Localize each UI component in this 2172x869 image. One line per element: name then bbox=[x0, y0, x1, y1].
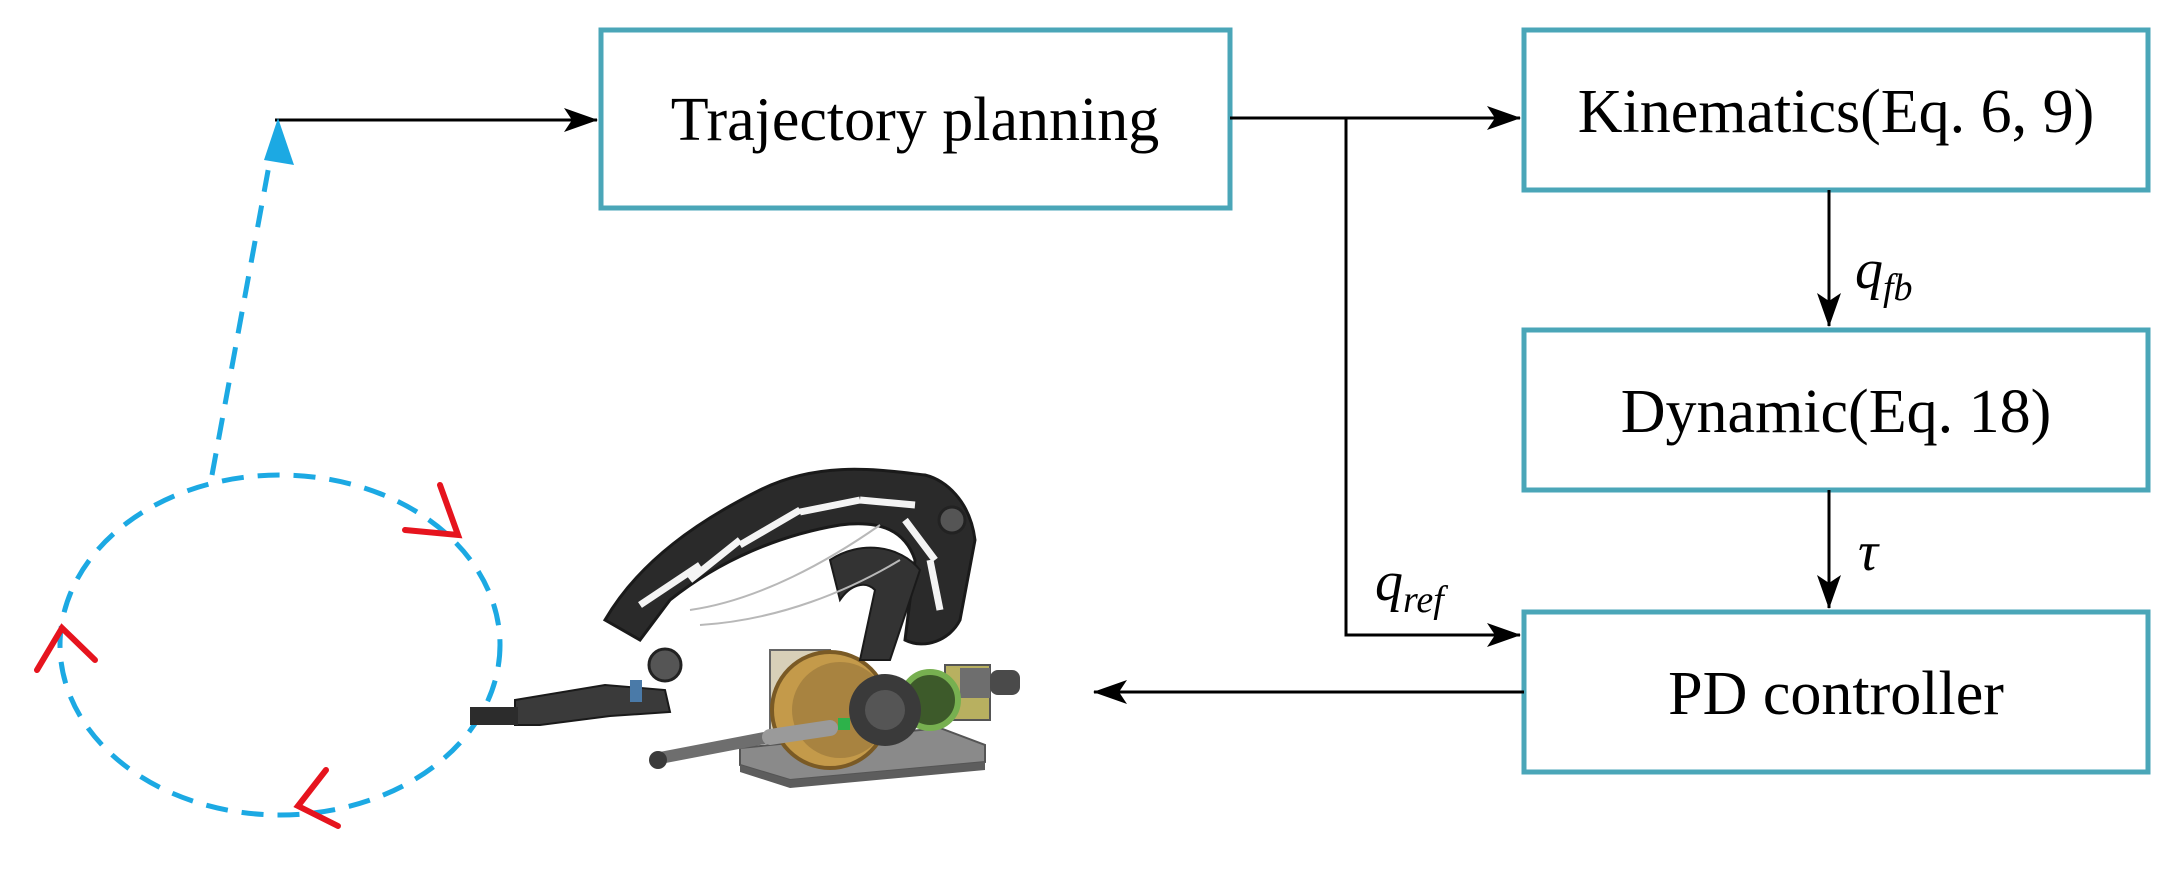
dynamic-block: Dynamic(Eq. 18) bbox=[1521, 327, 2151, 493]
direction-mark-icon bbox=[34, 623, 98, 673]
direction-mark-icon bbox=[402, 482, 463, 539]
kinematics-label: Kinematics(Eq. 6, 9) bbox=[1578, 78, 2095, 146]
cyan-arrowhead-icon bbox=[264, 118, 294, 165]
trajectory-planning-label: Trajectory planning bbox=[671, 86, 1159, 154]
trajectory-ellipse bbox=[57, 472, 503, 818]
arrows bbox=[275, 106, 1841, 704]
kinematics-block: Kinematics(Eq. 6, 9) bbox=[1521, 27, 2151, 193]
tau-label: τ bbox=[1858, 521, 1880, 583]
robot-arm-illustration bbox=[470, 467, 1020, 788]
dynamic-label: Dynamic(Eq. 18) bbox=[1621, 378, 2051, 446]
direction-marks bbox=[34, 482, 463, 829]
pd-controller-label: PD controller bbox=[1668, 660, 2004, 728]
pd-controller-block: PD controller bbox=[1521, 609, 2151, 775]
trajectory-planning-block: Trajectory planning bbox=[598, 27, 1233, 211]
q-ref-arrow bbox=[1344, 118, 1521, 647]
direction-mark-icon bbox=[293, 767, 341, 829]
q-ref-label: qref bbox=[1375, 551, 1448, 621]
trajectory-leader bbox=[209, 159, 273, 476]
dashed-trajectory bbox=[57, 118, 503, 818]
q-fb-label: qfb bbox=[1855, 239, 1913, 309]
